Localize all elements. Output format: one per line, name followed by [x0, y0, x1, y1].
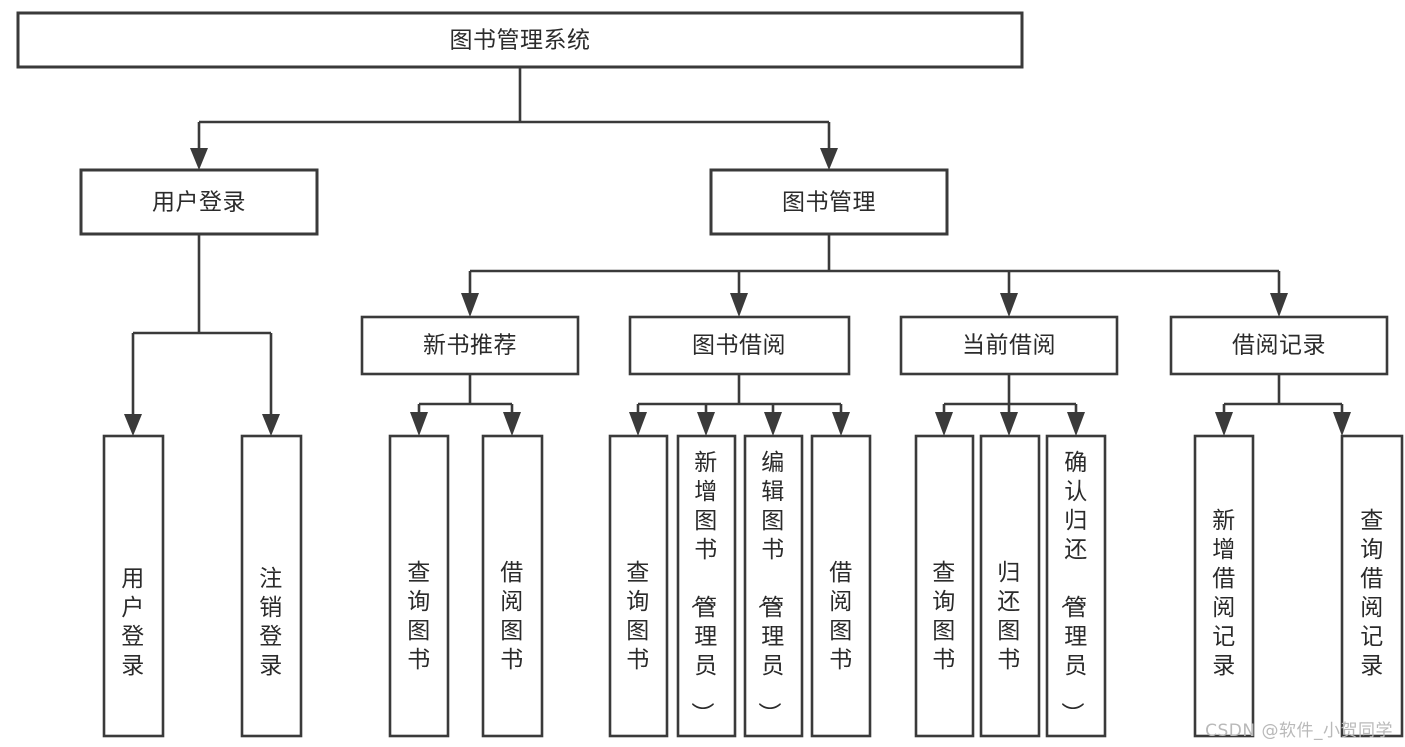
arrowhead-leaf-return-book — [1000, 412, 1018, 436]
arrowhead-leaf-borrow-book — [832, 412, 850, 436]
node-book-manage[interactable]: 图书管理 — [709, 168, 949, 236]
node-leaf-query-book-cur-label: 查询图书 — [932, 560, 956, 673]
node-leaf-return-book-label: 归还图书 — [997, 560, 1021, 673]
arrowhead-leaf-add-record — [1215, 412, 1233, 436]
node-leaf-user-login-box[interactable] — [102, 434, 165, 738]
node-leaf-edit-book[interactable]: 编辑图书（管理员） — [743, 434, 804, 738]
node-root-label: 图书管理系统 — [450, 28, 591, 54]
arrowhead-leaf-query-record — [1333, 412, 1351, 436]
node-leaf-add-book[interactable]: 新增图书（管理员） — [676, 434, 737, 738]
node-book-borrow-box[interactable] — [628, 315, 851, 376]
node-user-login-label: 用户登录 — [152, 190, 246, 216]
node-leaf-confirm-return-label: 确认归还（管理员） — [1058, 450, 1088, 726]
node-leaf-borrow-book-rec[interactable]: 借阅图书 — [481, 434, 544, 738]
node-leaf-user-login[interactable]: 用户登录 — [102, 434, 165, 738]
arrowhead-current-borrow — [1000, 293, 1018, 317]
node-leaf-user-login-label: 用户登录 — [121, 566, 145, 679]
node-leaf-add-record-box[interactable] — [1193, 434, 1255, 738]
arrowhead-new-book-recommend — [461, 293, 479, 317]
node-leaf-query-record[interactable]: 查询借阅记录 — [1340, 434, 1404, 738]
node-leaf-confirm-return[interactable]: 确认归还（管理员） — [1045, 434, 1107, 738]
node-leaf-borrow-book-box[interactable] — [810, 434, 872, 738]
node-leaf-query-book-borrow-box[interactable] — [608, 434, 669, 738]
node-leaf-query-book-borrow[interactable]: 查询图书 — [608, 434, 669, 738]
arrowhead-user-login — [190, 148, 208, 170]
node-root-box[interactable] — [16, 11, 1024, 69]
node-leaf-edit-book-label: 编辑图书（管理员） — [755, 450, 785, 726]
node-leaf-query-book-rec-label: 查询图书 — [407, 560, 431, 673]
node-leaf-logout[interactable]: 注销登录 — [240, 434, 303, 738]
node-leaf-borrow-book-label: 借阅图书 — [829, 560, 853, 673]
arrowhead-borrow-record — [1270, 293, 1288, 317]
arrowhead-leaf-confirm-return — [1067, 412, 1085, 436]
node-book-borrow-label: 图书借阅 — [692, 333, 786, 359]
arrowhead-leaf-query-book-rec — [410, 412, 428, 436]
node-leaf-borrow-book-rec-label: 借阅图书 — [500, 560, 524, 673]
node-leaf-logout-box[interactable] — [240, 434, 303, 738]
node-leaf-add-book-label: 新增图书（管理员） — [688, 450, 718, 726]
node-leaf-add-record-label: 新增借阅记录 — [1212, 508, 1236, 679]
node-leaf-return-book[interactable]: 归还图书 — [979, 434, 1041, 738]
node-leaf-borrow-book-rec-box[interactable] — [481, 434, 544, 738]
node-leaf-add-record[interactable]: 新增借阅记录 — [1193, 434, 1255, 738]
node-leaf-query-record-box[interactable] — [1340, 434, 1404, 738]
node-borrow-record[interactable]: 借阅记录 — [1169, 315, 1389, 376]
node-user-login-box[interactable] — [79, 168, 319, 236]
node-leaf-confirm-return-box[interactable] — [1045, 434, 1107, 738]
node-leaf-logout-label: 注销登录 — [259, 566, 283, 679]
node-current-borrow-label: 当前借阅 — [962, 333, 1056, 359]
node-borrow-record-box[interactable] — [1169, 315, 1389, 376]
node-book-manage-box[interactable] — [709, 168, 949, 236]
node-leaf-query-book-rec-box[interactable] — [388, 434, 450, 738]
node-leaf-query-book-cur[interactable]: 查询图书 — [914, 434, 975, 738]
node-leaf-query-book-cur-box[interactable] — [914, 434, 975, 738]
node-new-book-recommend-box[interactable] — [360, 315, 580, 376]
node-new-book-recommend[interactable]: 新书推荐 — [360, 315, 580, 376]
node-current-borrow-box[interactable] — [899, 315, 1119, 376]
node-leaf-query-record-label: 查询借阅记录 — [1360, 508, 1384, 679]
connector-layer — [124, 67, 1351, 436]
node-leaf-return-book-box[interactable] — [979, 434, 1041, 738]
node-leaf-add-book-box[interactable] — [676, 434, 737, 738]
csdn-watermark: CSDN @软件_小贺同学 — [1205, 721, 1393, 741]
arrowhead-leaf-query-book-borrow — [629, 412, 647, 436]
arrowhead-book-manage — [820, 148, 838, 170]
node-leaf-borrow-book[interactable]: 借阅图书 — [810, 434, 872, 738]
node-current-borrow[interactable]: 当前借阅 — [899, 315, 1119, 376]
node-user-login[interactable]: 用户登录 — [79, 168, 319, 236]
arrowhead-leaf-add-book — [697, 412, 715, 436]
arrowhead-leaf-logout — [262, 414, 280, 436]
node-leaf-query-book-rec[interactable]: 查询图书 — [388, 434, 450, 738]
arrowhead-leaf-user-login — [124, 414, 142, 436]
node-new-book-recommend-label: 新书推荐 — [423, 333, 517, 359]
node-root[interactable]: 图书管理系统 — [16, 11, 1024, 69]
arrowhead-leaf-edit-book — [764, 412, 782, 436]
arrowhead-leaf-query-book-cur — [935, 412, 953, 436]
node-borrow-record-label: 借阅记录 — [1232, 333, 1326, 359]
node-book-borrow[interactable]: 图书借阅 — [628, 315, 851, 376]
node-leaf-query-book-borrow-label: 查询图书 — [626, 560, 650, 673]
node-leaf-edit-book-box[interactable] — [743, 434, 804, 738]
arrowhead-leaf-borrow-book-rec — [503, 412, 521, 436]
node-book-manage-label: 图书管理 — [782, 190, 876, 216]
arrowhead-book-borrow — [730, 293, 748, 317]
